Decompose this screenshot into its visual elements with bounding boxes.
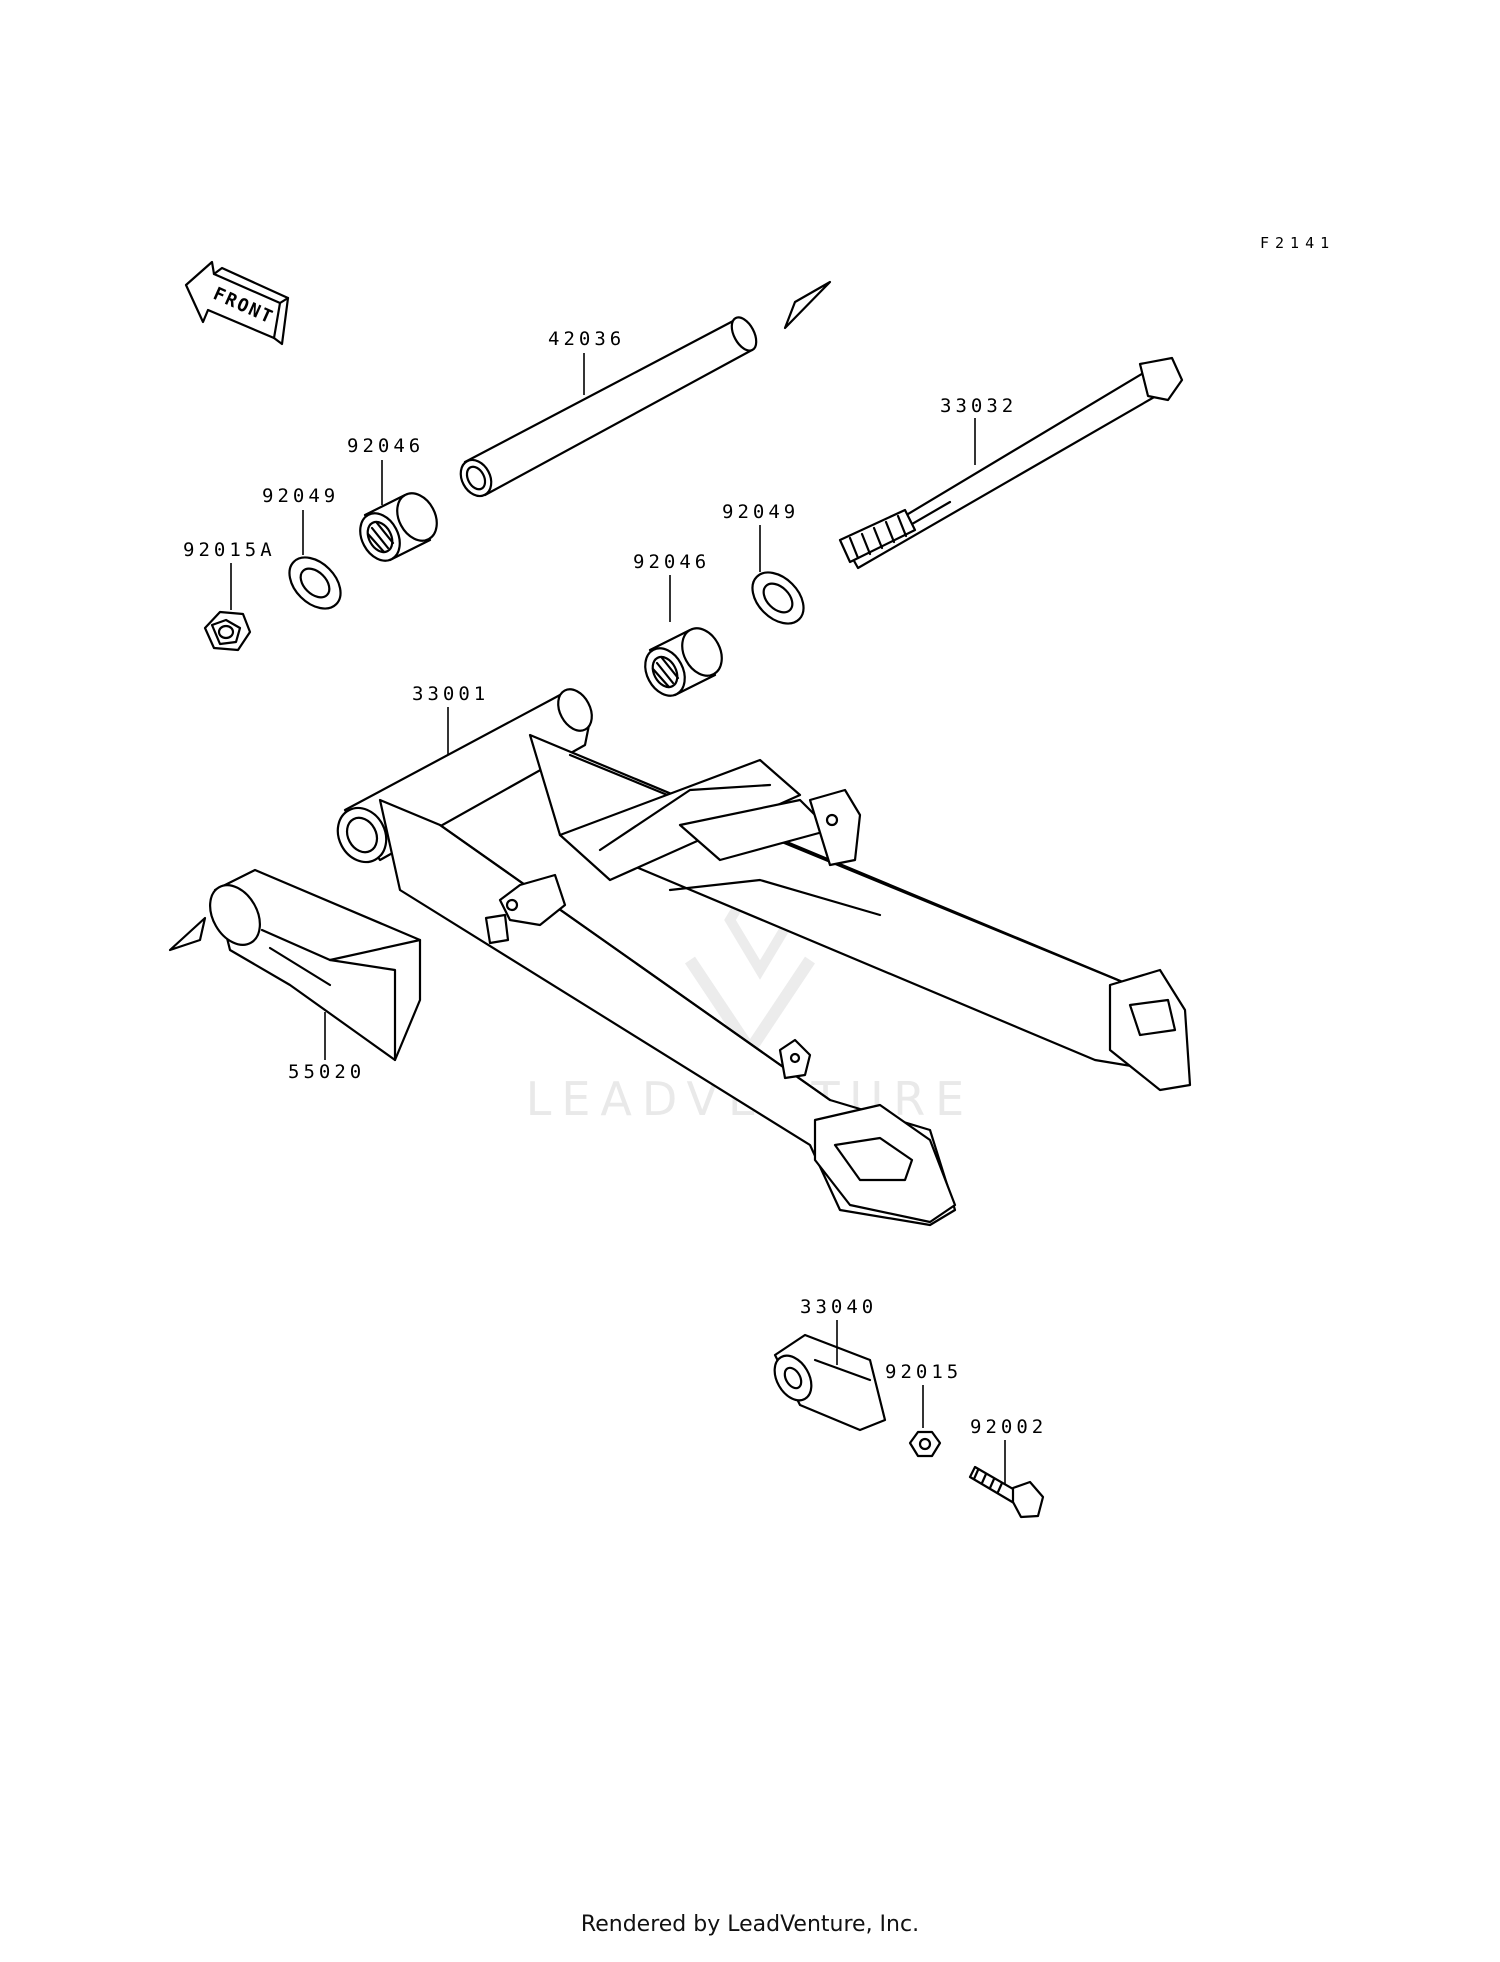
sleeve-tube-42036[interactable]: [455, 280, 832, 501]
diagram-code: F2141: [1260, 234, 1335, 252]
chain-guide-55020[interactable]: [168, 868, 422, 1062]
needle-bearing-92046-left[interactable]: [352, 486, 444, 567]
chain-adjuster-33040[interactable]: [767, 1333, 887, 1432]
part-label-92002: 92002: [970, 1416, 1047, 1438]
part-label-92015: 92015: [885, 1361, 962, 1383]
part-label-92015A: 92015A: [183, 539, 276, 561]
swing-arm-33001[interactable]: [329, 684, 1192, 1227]
needle-bearing-92046-right[interactable]: [637, 621, 729, 702]
front-arrow-icon: FRONT: [184, 260, 290, 346]
part-label-42036: 42036: [548, 328, 625, 350]
part-label-92049-right: 92049: [722, 501, 799, 523]
bolt-92002[interactable]: [968, 1465, 1045, 1519]
pivot-bolt-33032[interactable]: [838, 356, 1184, 570]
seal-ring-92049-right[interactable]: [743, 563, 814, 634]
part-label-92046-left: 92046: [347, 435, 424, 457]
part-label-33032: 33032: [940, 395, 1017, 417]
part-label-33040: 33040: [800, 1296, 877, 1318]
part-label-55020: 55020: [288, 1061, 365, 1083]
flange-nut-92015A[interactable]: [203, 610, 252, 652]
part-label-33001: 33001: [412, 683, 489, 705]
seal-ring-92049-left[interactable]: [280, 548, 351, 619]
nut-92015[interactable]: [908, 1430, 942, 1458]
footer-credit: Rendered by LeadVenture, Inc.: [580, 1912, 920, 1937]
part-label-92046-right: 92046: [633, 551, 710, 573]
part-label-92049-left: 92049: [262, 485, 339, 507]
